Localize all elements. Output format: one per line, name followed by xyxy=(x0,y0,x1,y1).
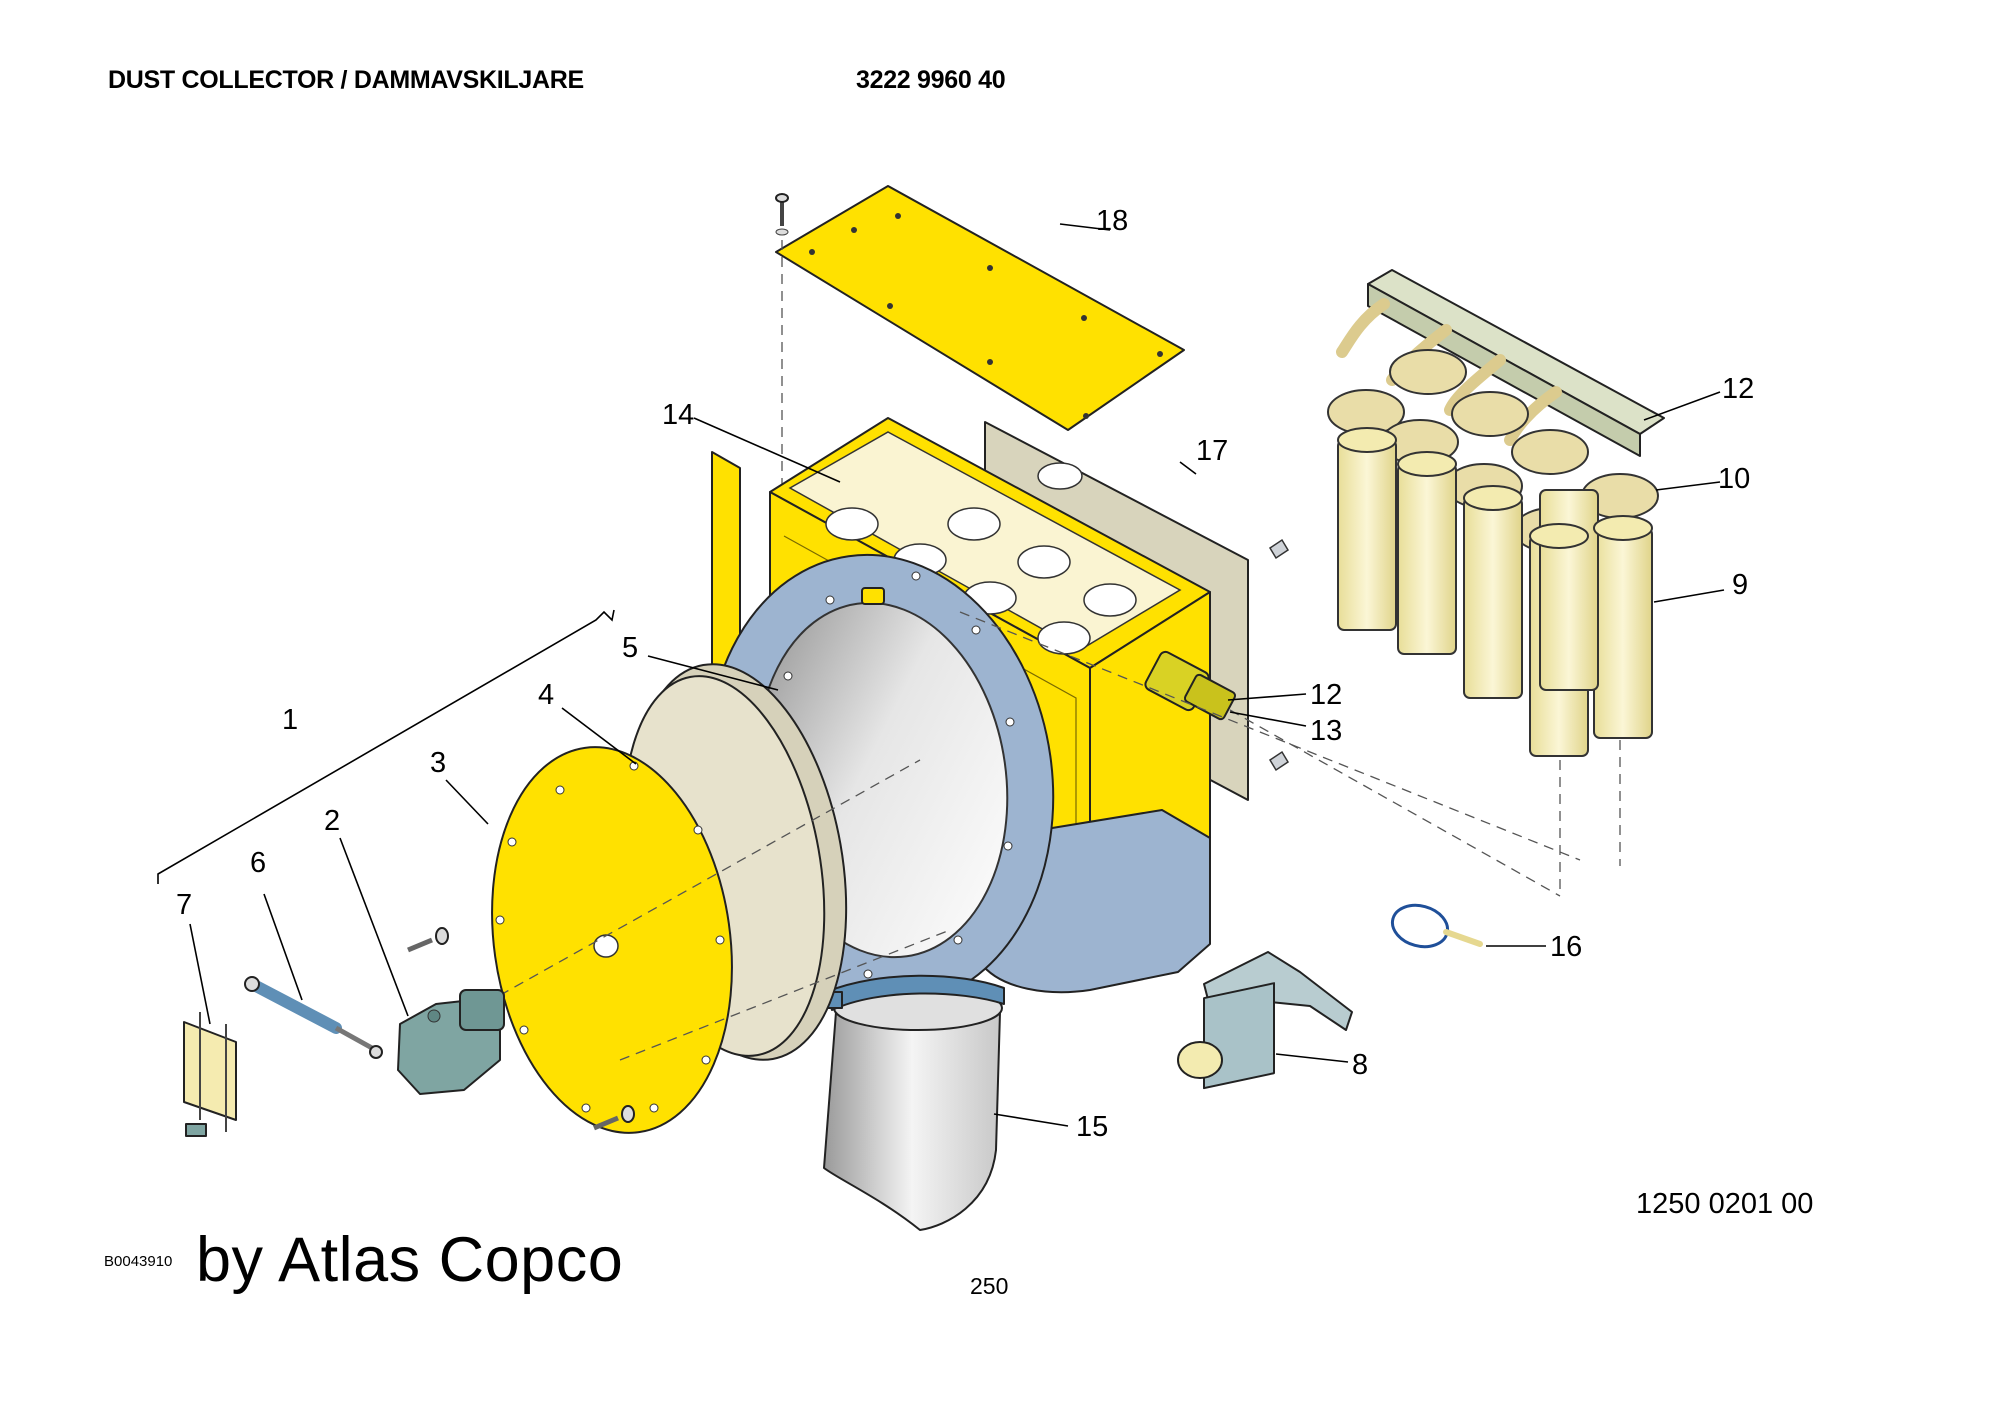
mounting-bracket xyxy=(183,1012,237,1137)
callout-10: 10 xyxy=(1718,463,1750,495)
filter-cartridges xyxy=(1337,427,1653,757)
callout-1: 1 xyxy=(282,704,298,736)
callout-9: 9 xyxy=(1732,569,1748,601)
callout-5: 5 xyxy=(622,632,638,664)
callout-2: 2 xyxy=(324,805,340,837)
callout-7: 7 xyxy=(176,889,192,921)
callout-6: 6 xyxy=(250,847,266,879)
group-bracket xyxy=(157,609,615,884)
cable-with-sensor xyxy=(1390,903,1483,949)
callout-17: 17 xyxy=(1196,435,1228,467)
hook-bracket xyxy=(1177,951,1353,1090)
yellow-disc xyxy=(491,746,733,1134)
actuator-valve xyxy=(397,989,505,1095)
tube-sheet-holes xyxy=(825,462,1137,655)
callout-8: 8 xyxy=(1352,1049,1368,1081)
callout-15: 15 xyxy=(1076,1111,1108,1143)
callout-12-manifold: 12 xyxy=(1722,373,1754,405)
cover-screw xyxy=(775,193,789,236)
bolt-and-washer xyxy=(407,927,635,1131)
image-id: B0043910 xyxy=(104,1253,173,1270)
cover-plate xyxy=(775,185,1185,431)
document-title: DUST COLLECTOR / DAMMAVSKILJARE xyxy=(108,66,584,94)
pulse-valve xyxy=(1144,650,1237,721)
part-number: 3222 9960 40 xyxy=(856,66,1006,94)
page-number: 250 xyxy=(970,1273,1009,1299)
callout-13: 13 xyxy=(1310,715,1342,747)
brand-text: by Atlas Copco xyxy=(196,1225,624,1295)
wing-nuts xyxy=(1268,538,1290,772)
reference-code: 1250 0201 00 xyxy=(1636,1188,1814,1220)
callout-18: 18 xyxy=(1096,205,1128,237)
callout-3: 3 xyxy=(430,747,446,779)
gas-spring xyxy=(244,976,383,1059)
callout-14: 14 xyxy=(662,399,694,431)
leader-lines xyxy=(189,223,1725,1127)
callout-16: 16 xyxy=(1550,931,1582,963)
callout-4: 4 xyxy=(538,679,554,711)
callout-12-valve: 12 xyxy=(1310,679,1342,711)
outlet-hose xyxy=(823,985,1003,1231)
